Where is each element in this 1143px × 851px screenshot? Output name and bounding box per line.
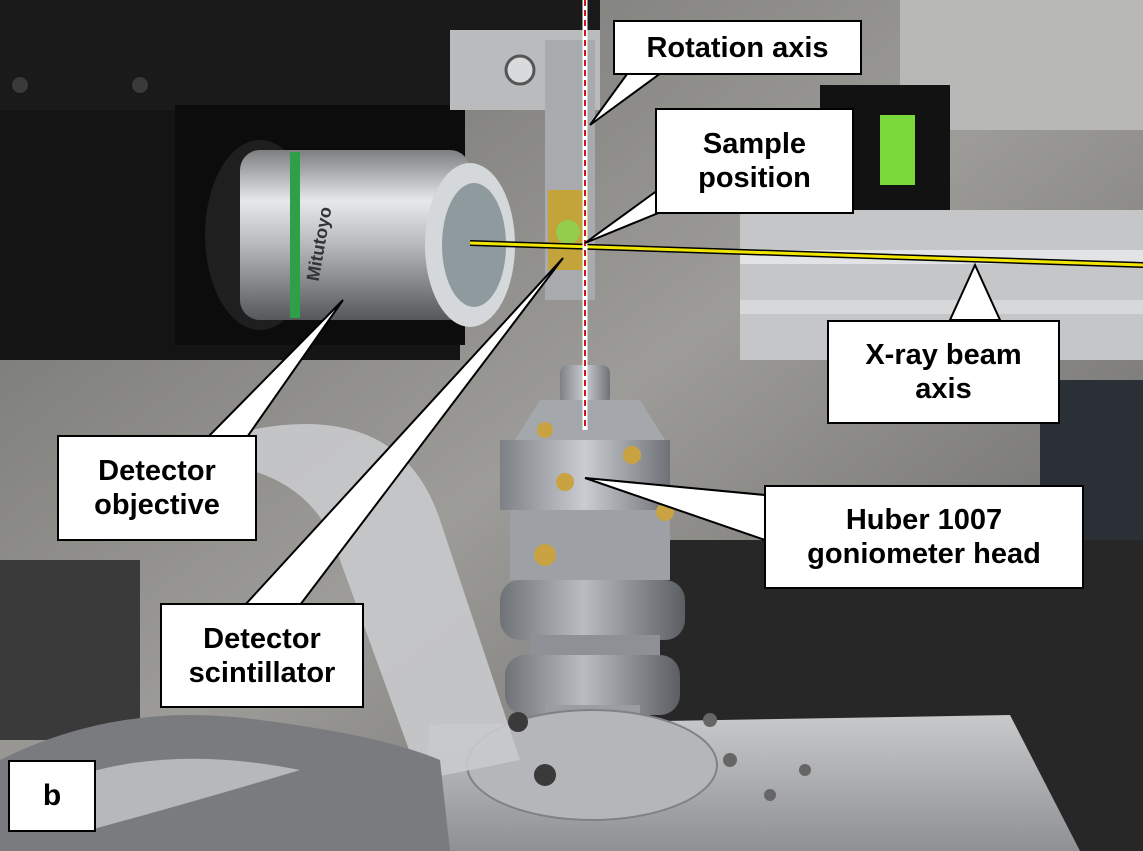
label-detector-objective-line2: objective [94,489,220,521]
base-hole [799,764,811,776]
knurled-ring-lower [505,655,680,715]
label-xray-beam-axis: X-ray beam axis [827,320,1060,424]
goniometer-brass-screw [537,422,553,438]
curved-arm [250,424,520,780]
mount-screw [504,54,536,86]
panel-letter: b [42,779,62,812]
panel-letter-badge: b [8,760,96,832]
label-sample-position-line2: position [698,162,811,194]
foil-highlight [40,758,300,830]
sample-spot [556,220,580,244]
housing-screw [12,77,28,93]
label-detector-scintillator: Detector scintillator [160,603,364,708]
goniometer-brass-screw [623,446,641,464]
base-screw [534,764,556,786]
goniometer-arc-lower [510,510,670,580]
shelf-rail-2 [740,300,1143,314]
bench-left [0,560,140,740]
goniometer-upper-block [515,400,665,440]
label-huber-head-line2: goniometer head [807,538,1041,570]
base-hole [723,753,737,767]
label-sample-position-line1: Sample [702,128,807,160]
label-huber-head-line1: Huber 1007 [845,504,1003,536]
label-sample-position: Sample position [655,108,854,214]
base-hole [764,789,776,801]
objective-green-band [290,152,300,318]
base-screw [508,712,528,732]
knurled-ring-upper [500,580,685,640]
housing-screw [132,77,148,93]
goniometer-brass-screw [534,544,556,566]
label-huber-goniometer-head: Huber 1007 goniometer head [764,485,1084,589]
label-detector-objective-line1: Detector [98,455,216,487]
xray-beam-line-inner [469,241,1143,267]
goniometer-brass-screw [556,473,574,491]
label-detector-objective: Detector objective [57,435,257,541]
label-rotation-axis-line: Rotation axis [646,31,829,64]
device-green-led [880,115,915,185]
label-rotation-axis: Rotation axis [613,20,862,75]
label-xray-beam-axis-line2: axis [915,373,972,405]
base-hole [703,713,717,727]
label-detector-scintillator-line2: scintillator [188,656,336,689]
label-xray-beam-axis-line1: X-ray beam [865,339,1022,371]
label-detector-scintillator-line1: Detector [203,622,321,655]
